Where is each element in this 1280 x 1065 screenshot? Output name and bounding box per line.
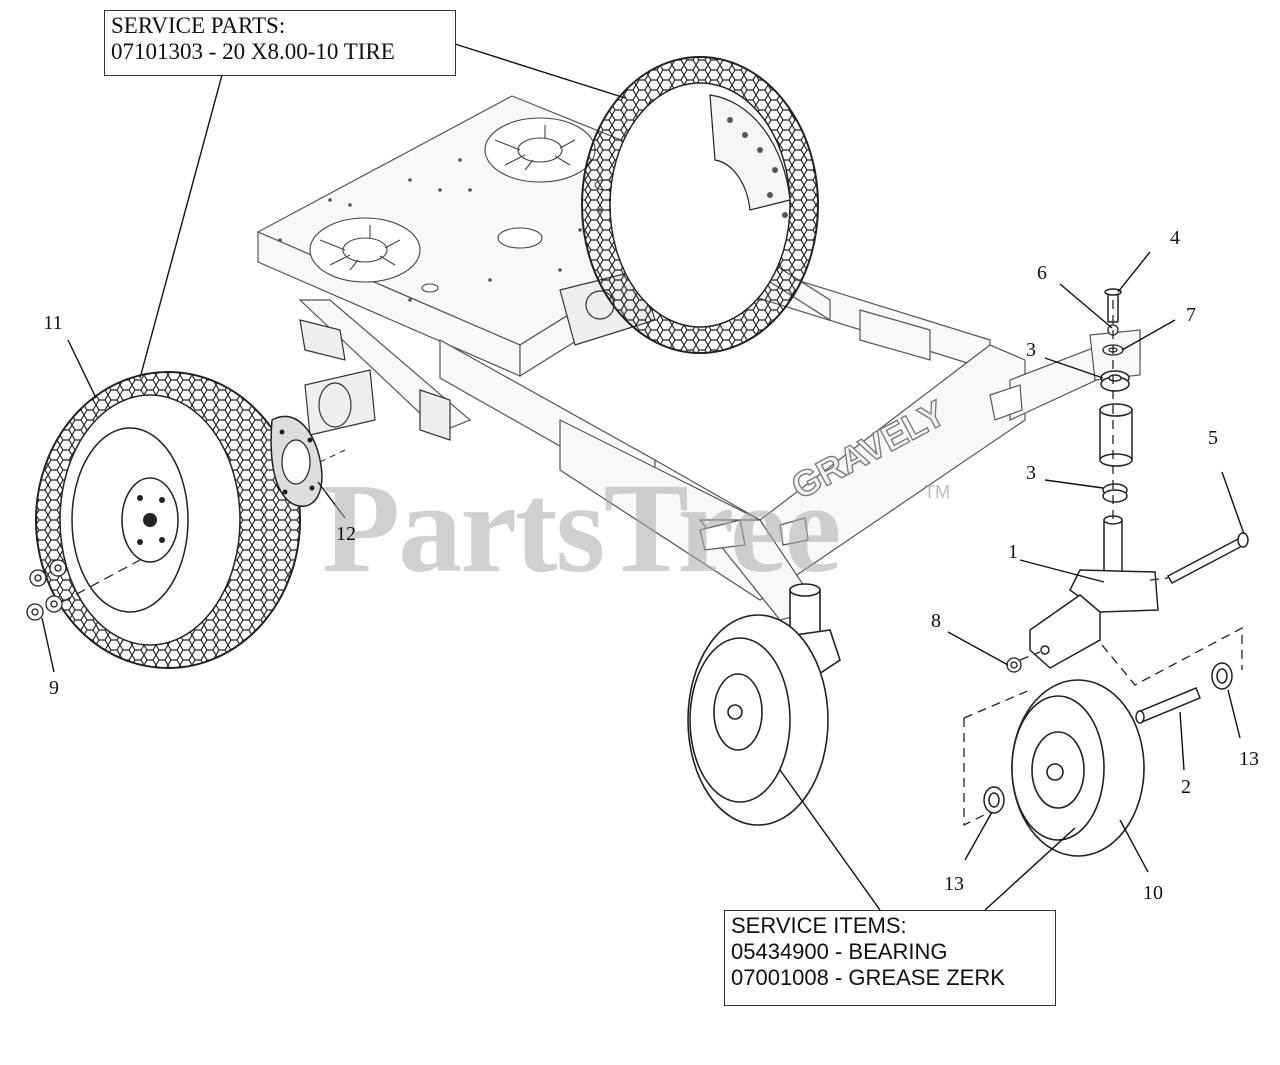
callout-3: 3	[1026, 462, 1036, 484]
callout-13: 13	[944, 873, 964, 895]
service-items-line: 07001008 - GREASE ZERK	[731, 965, 1005, 990]
callout-12: 12	[336, 523, 356, 545]
caster-wheel	[1011, 679, 1145, 857]
callout-11: 11	[43, 312, 63, 334]
cooling-fans	[309, 117, 616, 293]
callout-1: 1	[1008, 541, 1018, 563]
partstree-watermark: PartsTree	[322, 457, 841, 599]
callout-5: 5	[1208, 427, 1218, 449]
caster-bearing-upper	[1100, 370, 1130, 392]
axle-nut	[1006, 657, 1022, 673]
callout-9: 9	[49, 677, 59, 699]
front-left-caster-assembly	[687, 583, 841, 826]
callout-10: 10	[1143, 882, 1163, 904]
leader-lines	[41, 43, 1245, 911]
rear-left-tire-assembly	[35, 371, 301, 669]
caster-bushing	[983, 662, 1233, 814]
trademark-symbol: TM	[924, 482, 950, 502]
callout-2: 2	[1181, 776, 1191, 798]
service-parts-title: SERVICE PARTS:	[111, 13, 286, 38]
callout-13: 13	[1239, 748, 1259, 770]
axle-spacer-tube	[1135, 687, 1201, 724]
lug-nuts	[26, 559, 67, 621]
deck-holes	[278, 158, 642, 302]
hub-spacer-plate	[270, 415, 323, 507]
callout-3: 3	[1026, 339, 1036, 361]
service-items-box: SERVICE ITEMS: 05434900 - BEARING 070010…	[724, 910, 1056, 1006]
axle-bolt	[1166, 532, 1249, 585]
caster-pivot-tube	[1099, 403, 1133, 467]
callout-7: 7	[1186, 304, 1196, 326]
callout-4: 4	[1170, 227, 1180, 249]
service-items-title: SERVICE ITEMS:	[731, 913, 907, 938]
callout-8: 8	[931, 610, 941, 632]
caster-fork	[1029, 515, 1159, 669]
service-parts-box: SERVICE PARTS: 07101303 - 20 X8.00-10 TI…	[104, 10, 456, 76]
callout-6: 6	[1037, 262, 1047, 284]
exploded-guide-lines	[963, 300, 1243, 827]
service-items-line: 05434900 - BEARING	[731, 939, 948, 964]
rear-right-tire	[581, 56, 819, 354]
service-parts-line: 07101303 - 20 X8.00-10 TIRE	[111, 39, 395, 64]
caster-bearing-lower	[1102, 483, 1128, 503]
